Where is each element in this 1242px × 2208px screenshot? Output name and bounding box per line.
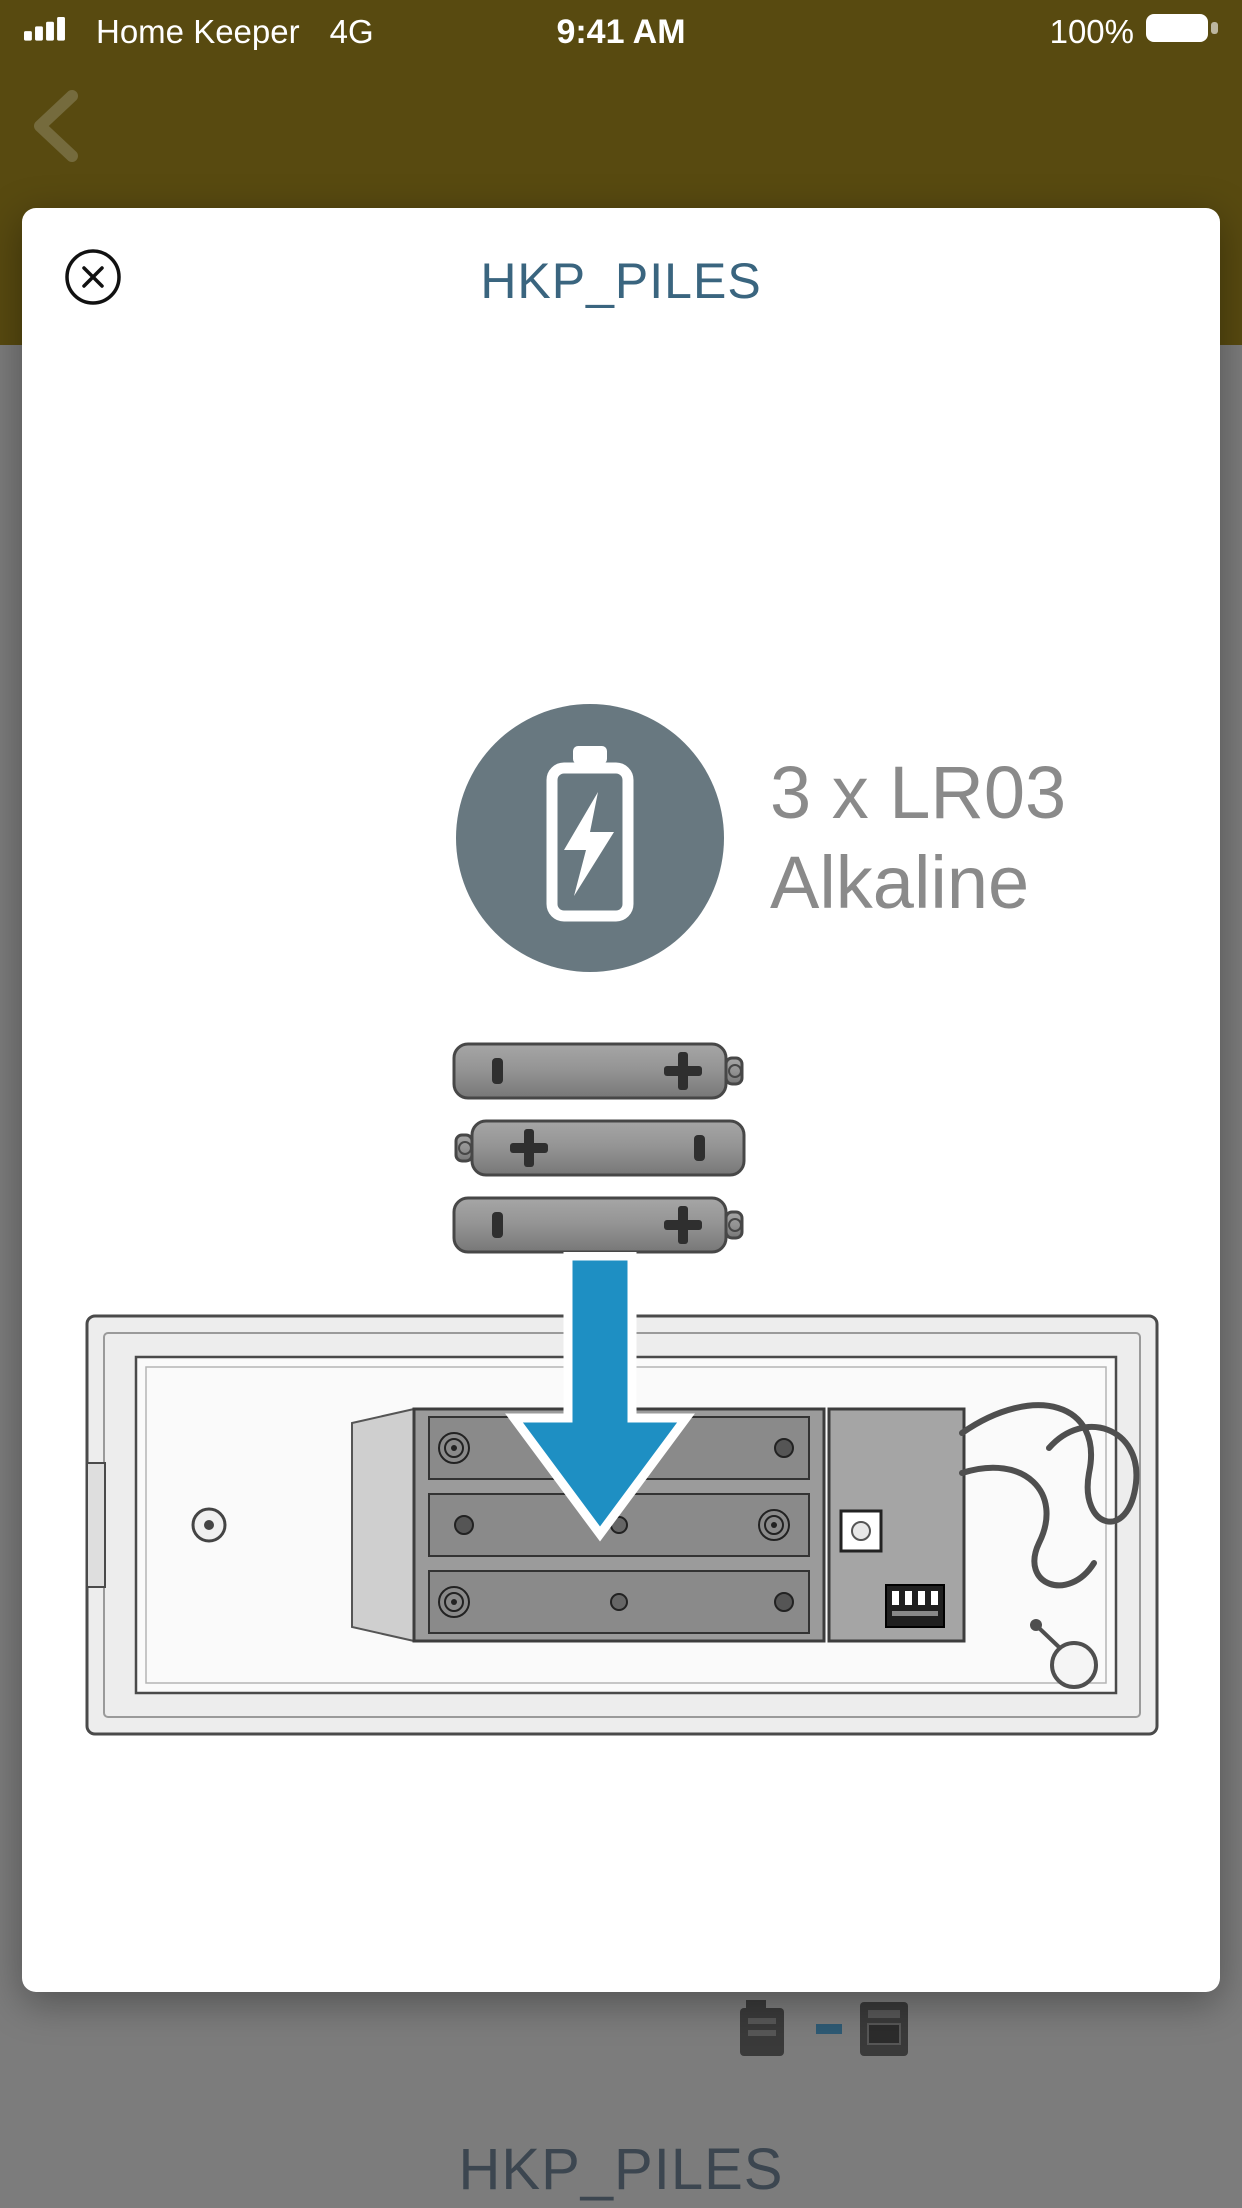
- battery-percent: 100%: [1049, 13, 1134, 50]
- clock: 9:41 AM: [556, 12, 686, 51]
- status-bar-right: 100%: [1050, 0, 1220, 64]
- network-label: 4G: [329, 13, 374, 50]
- modal-title: HKP_PILES: [480, 253, 762, 309]
- background-page-title: HKP_PILES: [458, 2137, 784, 2202]
- status-bar-left: Home Keeper 4G: [24, 0, 374, 64]
- status-bar: Home Keeper 4G 9:41 AM 100%: [0, 0, 1242, 64]
- close-button[interactable]: [62, 246, 124, 308]
- battery-bolt-icon: [456, 704, 724, 972]
- circle-x-icon: [65, 249, 121, 305]
- background-product-icons: [738, 1996, 918, 2071]
- arrow-down-icon: [480, 1251, 720, 1547]
- chevron-left-icon: [34, 90, 78, 162]
- battery-3: [452, 1196, 744, 1254]
- battery-2: [454, 1119, 746, 1177]
- battery-spec-line2: Alkaline: [770, 841, 1030, 925]
- instruction-modal: HKP_PILES 3 x LR03 Alkaline: [22, 208, 1220, 1992]
- battery-status-icon: [1146, 12, 1220, 52]
- signal-bars-icon: [24, 12, 76, 52]
- battery-spec: 3 x LR03 Alkaline: [770, 748, 1210, 929]
- back-button[interactable]: [28, 88, 84, 164]
- batteries-illustration: [448, 1038, 750, 1259]
- battery-1: [452, 1042, 744, 1100]
- battery-spec-line1: 3 x LR03: [770, 751, 1067, 834]
- carrier-label: Home Keeper: [96, 13, 300, 50]
